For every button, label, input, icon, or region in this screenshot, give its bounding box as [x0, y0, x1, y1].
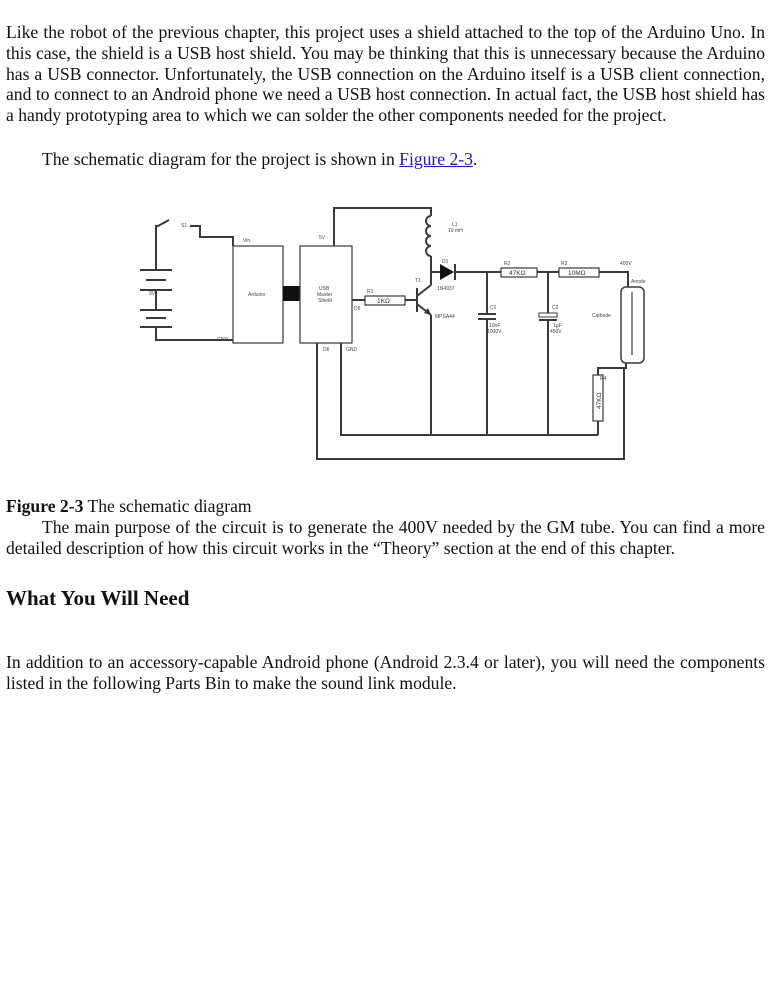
usb-shield-box: [299, 245, 353, 344]
label-d1: D1: [442, 259, 449, 265]
label-usb-1: USB: [319, 286, 330, 292]
label-l1: L1: [452, 222, 458, 228]
label-r4-value: 47KΩ: [596, 392, 603, 409]
label-r3: R3: [561, 261, 568, 267]
label-c2: C2: [552, 305, 559, 311]
label-t1-part: MPSA44: [435, 314, 455, 320]
label-gnd: GND: [217, 337, 229, 343]
caption-label: Figure 2-3: [6, 496, 84, 516]
caption-text: The schematic diagram: [83, 496, 252, 516]
circuit-purpose-paragraph: The main purpose of the circuit is to ge…: [6, 517, 765, 558]
label-usb-2: Master: [317, 292, 333, 298]
label-d6: D6: [323, 347, 330, 353]
label-400v: 400V: [620, 261, 632, 267]
label-d1-part: 1N4937: [437, 286, 455, 292]
label-c1-value: 10nF: [489, 323, 500, 329]
figure-caption: Figure 2-3 The schematic diagram: [6, 496, 765, 517]
intro-paragraph: Like the robot of the previous chapter, …: [6, 22, 765, 126]
label-c2-voltage: 450V: [550, 329, 562, 335]
schematic-reference-paragraph: The schematic diagram for the project is…: [6, 149, 765, 170]
label-vin: Vin: [243, 238, 250, 244]
parts-paragraph: In addition to an accessory-capable Andr…: [6, 652, 765, 693]
label-c1: C1: [490, 305, 497, 311]
paragraph-text: The schematic diagram for the project is…: [42, 149, 400, 169]
label-r2: R2: [504, 261, 511, 267]
label-r4: R4: [600, 376, 607, 382]
inductor-coil: [425, 215, 432, 257]
label-c1-voltage: 1000V: [487, 329, 502, 335]
label-anode: Anode: [631, 279, 646, 285]
battery-circuit: [140, 219, 234, 341]
label-r2-value: 47KΩ: [509, 270, 526, 277]
label-l1-value: 10 mH: [448, 228, 463, 234]
section-heading: What You Will Need: [6, 586, 190, 610]
label-usb-3: Shield: [318, 298, 332, 304]
label-t1: T1: [415, 278, 421, 284]
label-c2-value: 1µF: [553, 323, 562, 329]
label-s1: S1: [181, 223, 187, 229]
label-arduino: Arduino: [248, 292, 265, 298]
label-r3-value: 10MΩ: [568, 270, 586, 277]
header-connector: [283, 286, 300, 301]
diode-d1: [440, 264, 454, 280]
label-r1-value: 1KΩ: [377, 298, 390, 305]
label-gnd-2: GND: [346, 347, 358, 353]
label-cathode: Cathode: [592, 313, 611, 319]
label-d5: D5: [354, 306, 361, 312]
label-5v: 5V: [319, 235, 326, 241]
figure-link[interactable]: Figure 2-3: [399, 149, 473, 169]
label-battery: 9V: [149, 291, 156, 297]
label-r1: R1: [367, 289, 374, 295]
paragraph-end: .: [472, 149, 478, 169]
